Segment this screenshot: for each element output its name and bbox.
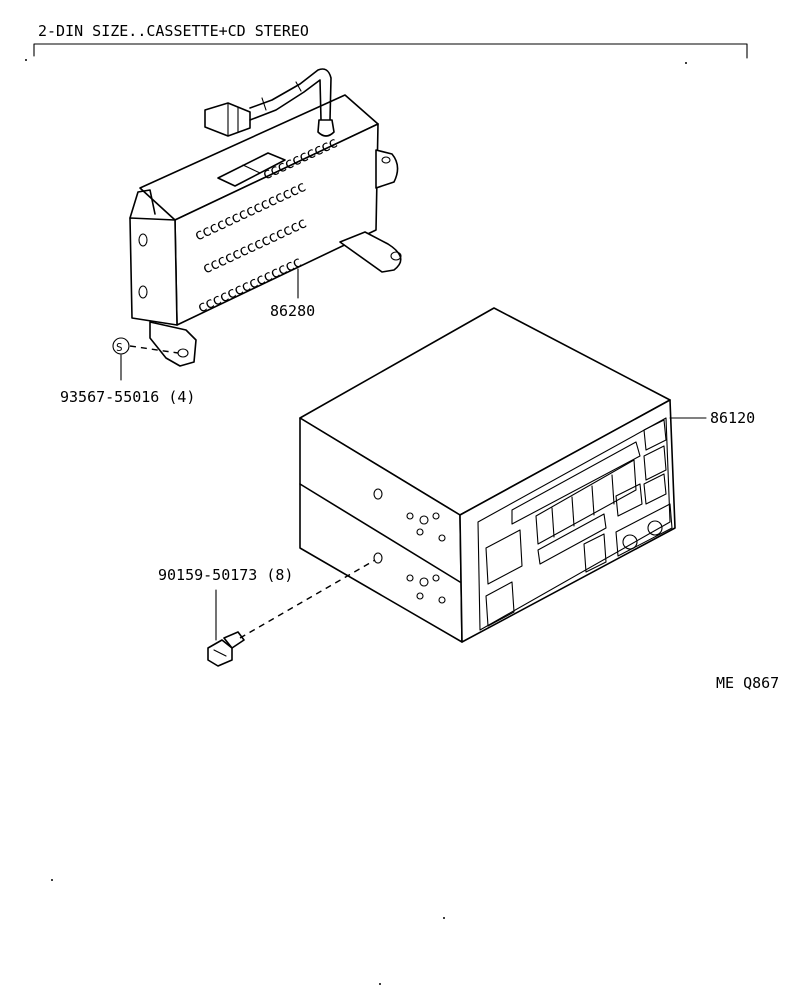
stereo-receiver-unit-icon (299, 307, 676, 643)
screw-part-number: 90159-50173 (8) (158, 566, 293, 584)
header-frame: 2-DIN SIZE..CASSETTE+CD STEREO (25, 22, 748, 64)
bolt-icon (207, 631, 245, 667)
amplifier-part-number: 86280 (270, 302, 315, 320)
washer-part-number: 93567-55016 (4) (60, 388, 195, 406)
diagram-title: 2-DIN SIZE..CASSETTE+CD STEREO (38, 22, 309, 40)
washer-icon: S (112, 337, 130, 355)
washer-symbol: S (116, 341, 123, 354)
amplifier-unit-icon: cccccccccc ccccccccccccccc ccccccccccccc… (129, 68, 402, 367)
stereo-part-number: 86120 (710, 409, 755, 427)
diagram-code: ME Q867 (716, 674, 779, 692)
